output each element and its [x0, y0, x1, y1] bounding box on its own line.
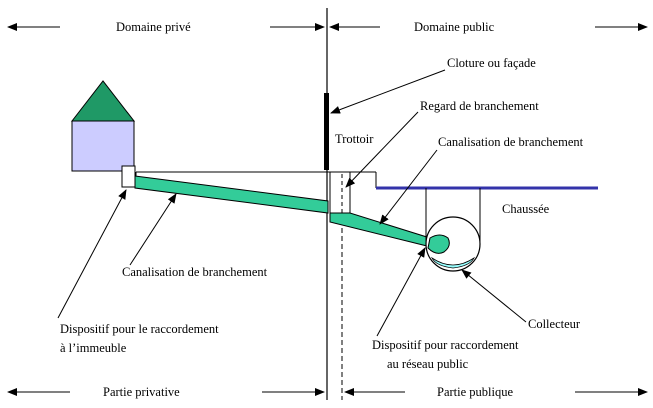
- dispositif-immeuble-label-line2: à l’immeuble: [60, 341, 127, 355]
- fence-post: [324, 93, 329, 170]
- collecteur-label: Collecteur: [528, 317, 581, 331]
- partie-privative-label: Partie privative: [103, 385, 180, 399]
- house-roof: [70, 80, 136, 122]
- bottom-part-bar: Partie privative Partie publique: [7, 385, 648, 399]
- dispositif-reseau-label-line2: au réseau public: [387, 357, 469, 371]
- canalisation-publique-label: Canalisation de branchement: [438, 135, 584, 149]
- collector-inlet: [427, 234, 450, 254]
- public-pipe: [329, 212, 431, 247]
- cloture-label: Cloture ou façade: [447, 56, 536, 70]
- building-connection-device: [121, 165, 136, 188]
- dispositif-reseau-label-line1: Dispositif pour raccordement: [372, 338, 519, 352]
- regard-label: Regard de branchement: [420, 99, 539, 113]
- dispositif-immeuble-label-line1: Dispositif pour le raccordement: [60, 322, 219, 336]
- private-pipe: [134, 175, 329, 214]
- canalisation-privee-label: Canalisation de branchement: [122, 265, 268, 279]
- domaine-prive-label: Domaine privé: [116, 20, 191, 34]
- house-icon: [70, 80, 136, 172]
- inspection-chamber: [329, 171, 351, 219]
- domaine-public-label: Domaine public: [414, 20, 495, 34]
- top-domain-bar: Domaine privé Domaine public: [7, 20, 648, 34]
- collector-pipe: [425, 188, 481, 272]
- partie-publique-label: Partie publique: [437, 385, 513, 399]
- chaussee-label: Chaussée: [502, 202, 550, 216]
- collector-circle: [425, 216, 481, 272]
- collector-water: [430, 256, 476, 269]
- trottoir-label: Trottoir: [335, 132, 374, 146]
- house-body: [71, 120, 135, 172]
